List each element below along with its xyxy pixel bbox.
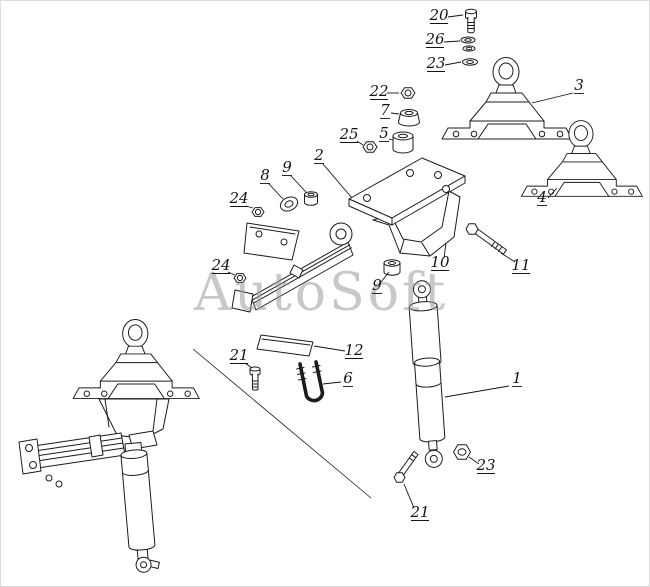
callout-leader-10-13 — [443, 242, 447, 259]
watermark: AutoSoft — [193, 263, 448, 323]
callout-leader-23-2 — [444, 61, 462, 66]
callout-label-5-7: 5 — [379, 124, 389, 142]
callout-leader-4-12 — [547, 187, 558, 199]
callout-label-25-6: 25 — [338, 125, 358, 143]
callout-leader-9-10 — [290, 175, 307, 193]
callout-label-11-14: 11 — [511, 256, 530, 274]
callout-label-3-3: 3 — [574, 76, 584, 94]
callout-leader-5-7 — [388, 138, 394, 141]
part-bushing-9-lower — [383, 259, 401, 276]
callout-label-1-20: 1 — [512, 369, 522, 387]
callout-leader-1-20 — [444, 385, 510, 398]
callout-leader-7-5 — [390, 112, 400, 115]
part-bushing-9 — [304, 191, 318, 206]
callout-leader-26-1 — [443, 40, 461, 43]
callout-leader-9-16 — [380, 271, 390, 283]
part-gusset-plate — [243, 222, 300, 261]
callout-label-9-16: 9 — [372, 276, 382, 294]
part-bracket-2 — [348, 157, 466, 257]
callout-leader-8-9 — [268, 183, 284, 200]
callout-label-23-21: 23 — [475, 456, 495, 474]
callout-label-9-10: 9 — [282, 158, 292, 176]
part-bolt-21-left — [249, 366, 261, 391]
part-shock-absorber-1 — [408, 280, 446, 468]
callout-label-7-5: 7 — [380, 101, 390, 119]
callout-leader-3-3 — [531, 92, 574, 104]
callout-label-8-9: 8 — [260, 166, 270, 184]
callout-label-22-4: 22 — [368, 82, 388, 100]
callout-leader-2-8 — [322, 163, 353, 199]
callout-leader-6-19 — [322, 381, 342, 385]
part-bolt-20 — [465, 8, 477, 34]
part-leaf-spring — [231, 222, 354, 313]
part-bolt-11 — [465, 223, 507, 255]
callout-leader-12-17 — [313, 345, 346, 352]
part-u-bolt-6 — [296, 360, 325, 403]
callout-label-21-18: 21 — [228, 346, 248, 364]
callout-leader-21-22 — [403, 483, 415, 509]
part-spacer-5 — [392, 131, 414, 154]
part-nut-22 — [400, 87, 416, 99]
part-washer-23 — [462, 58, 478, 66]
callout-leader-20-0 — [447, 14, 464, 18]
callout-leader-24-15 — [227, 271, 236, 276]
assembled-suspension-unit — [18, 319, 200, 573]
callout-label-26-1: 26 — [424, 30, 445, 48]
part-cushion-7 — [398, 109, 420, 127]
callout-label-12-17: 12 — [344, 341, 363, 359]
part-nut-24-upper — [251, 207, 265, 217]
reference-line — [192, 348, 372, 499]
part-washers-26 — [460, 36, 476, 52]
callout-label-23-2: 23 — [425, 54, 445, 72]
callout-leader-23-21 — [468, 456, 480, 465]
callout-leader-25-6 — [356, 140, 364, 146]
callout-label-24-15: 24 — [210, 256, 230, 274]
callout-label-4-12: 4 — [536, 188, 547, 206]
part-bushing-8 — [279, 196, 299, 212]
callout-label-10-13: 10 — [430, 253, 450, 271]
callout-label-24-11: 24 — [228, 189, 248, 207]
callout-label-20-0: 20 — [428, 6, 449, 24]
callout-label-2-8: 2 — [313, 146, 324, 164]
part-nut-23-lower — [453, 444, 471, 460]
part-plate-12 — [256, 334, 314, 357]
callout-label-21-22: 21 — [409, 503, 429, 521]
part-nut-25 — [362, 141, 378, 153]
callout-label-6-19: 6 — [343, 369, 353, 387]
part-bolt-21-lower — [393, 451, 419, 483]
part-nut-24-lower — [233, 273, 247, 283]
callout-leader-11-14 — [500, 252, 516, 263]
